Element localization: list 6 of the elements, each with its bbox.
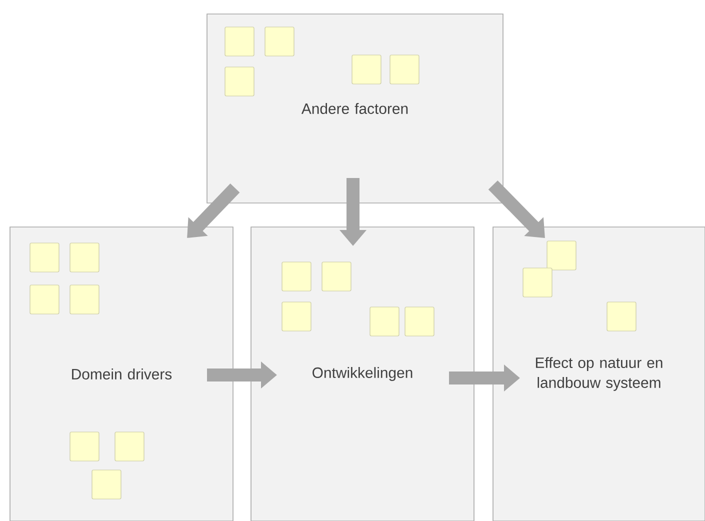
- panel: Effect op natuur en landbouw systeem: [492, 226, 705, 521]
- panel: Andere factoren: [206, 14, 504, 204]
- panel: Domein drivers: [10, 226, 234, 521]
- block-arrow: [488, 180, 545, 238]
- panel: Ontwikkelingen: [250, 226, 474, 521]
- block-arrow: [187, 183, 240, 238]
